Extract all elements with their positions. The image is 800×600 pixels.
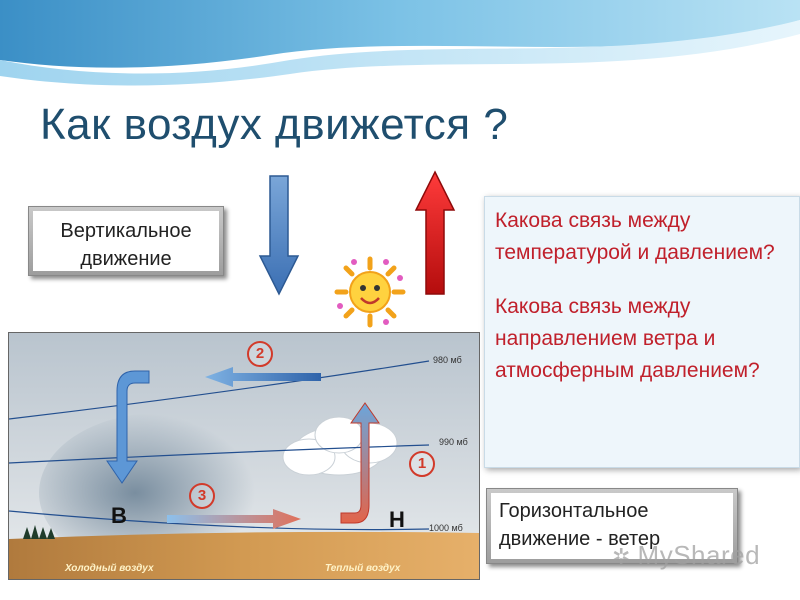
vertical-movement-label: Вертикальное движение xyxy=(28,206,224,276)
questions-panel: Какова связь между температурой и давлен… xyxy=(484,196,800,468)
watermark-logo: ✲ MyShared xyxy=(612,540,760,571)
step-2-marker: 2 xyxy=(247,341,273,367)
sun-icon xyxy=(334,256,406,328)
step-1-marker: 1 xyxy=(409,451,435,477)
vertical-movement-text: Вертикальное движение xyxy=(33,211,219,271)
watermark-icon: ✲ xyxy=(612,544,638,569)
question-temperature-pressure: Какова связь между температурой и давлен… xyxy=(495,205,789,269)
step-3-marker: 3 xyxy=(189,483,215,509)
air-circulation-diagram: 980 мб 990 мб 1000 мб 2 1 3 В Н Холодный… xyxy=(8,332,480,580)
up-arrow-icon xyxy=(414,170,456,296)
isobar-990-label: 990 мб xyxy=(439,437,468,447)
watermark-text: MyShared xyxy=(638,540,761,570)
warm-air-label: Теплый воздух xyxy=(325,563,400,574)
down-arrow-icon xyxy=(258,174,300,296)
question-wind-pressure: Какова связь между направлением ветра и … xyxy=(495,291,789,387)
page-title: Как воздух движется ? xyxy=(40,100,508,150)
wave-header xyxy=(0,0,800,100)
diagram-graphic xyxy=(9,333,479,579)
isobar-1000-label: 1000 мб xyxy=(429,523,463,533)
cold-air-label: Холодный воздух xyxy=(65,563,154,574)
isobar-980-label: 980 мб xyxy=(433,355,462,365)
low-pressure-label: Н xyxy=(389,507,405,533)
high-pressure-label: В xyxy=(111,503,127,529)
